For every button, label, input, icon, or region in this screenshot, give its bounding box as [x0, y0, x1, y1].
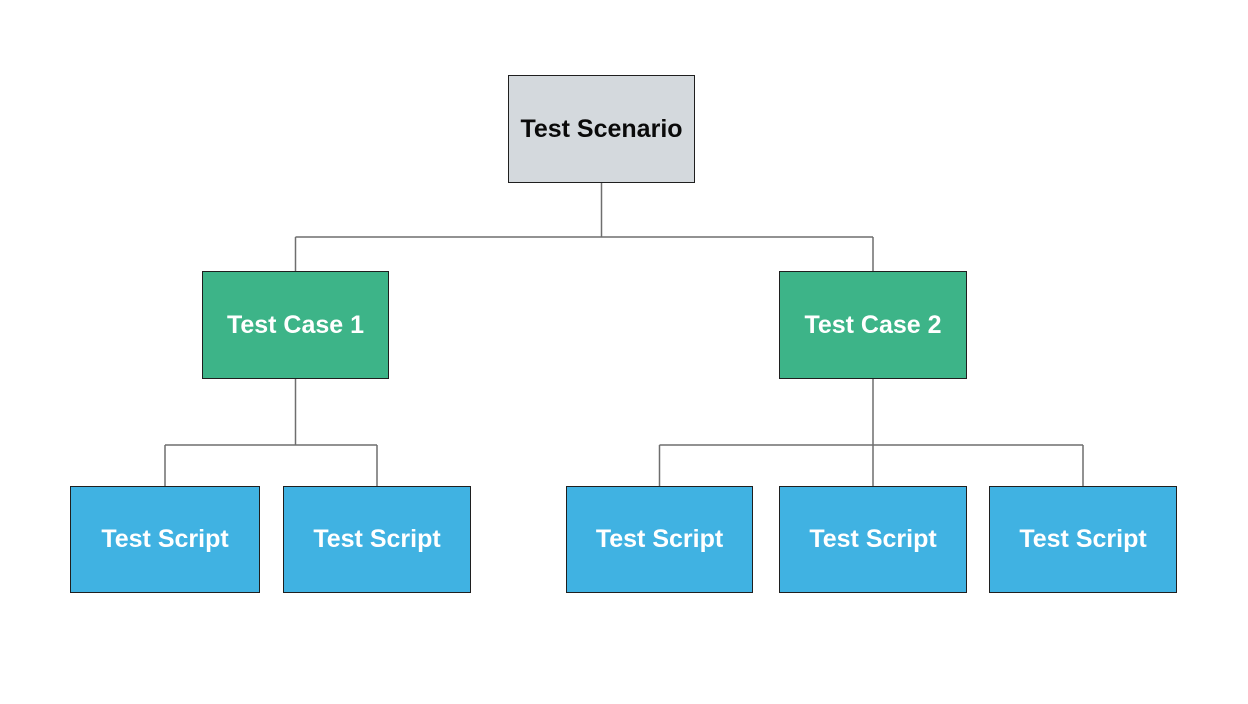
node-test-case-2: Test Case 2: [779, 271, 967, 379]
node-test-case-2-label: Test Case 2: [804, 310, 942, 339]
node-test-script-3: Test Script: [566, 486, 753, 593]
node-test-script-2-label: Test Script: [313, 525, 441, 553]
node-test-script-4-label: Test Script: [809, 525, 937, 553]
node-test-scenario-label: Test Scenario: [520, 114, 683, 143]
node-test-case-1: Test Case 1: [202, 271, 389, 379]
node-test-scenario: Test Scenario: [508, 75, 695, 183]
node-test-script-3-label: Test Script: [595, 525, 724, 553]
node-test-script-4: Test Script: [779, 486, 967, 593]
node-test-case-1-label: Test Case 1: [226, 310, 365, 339]
node-test-script-5-label: Test Script: [1019, 525, 1147, 553]
node-test-script-2: Test Script: [283, 486, 471, 593]
node-test-script-5: Test Script: [989, 486, 1177, 593]
node-test-script-1-label: Test Script: [101, 525, 229, 553]
node-test-script-1: Test Script: [70, 486, 260, 593]
